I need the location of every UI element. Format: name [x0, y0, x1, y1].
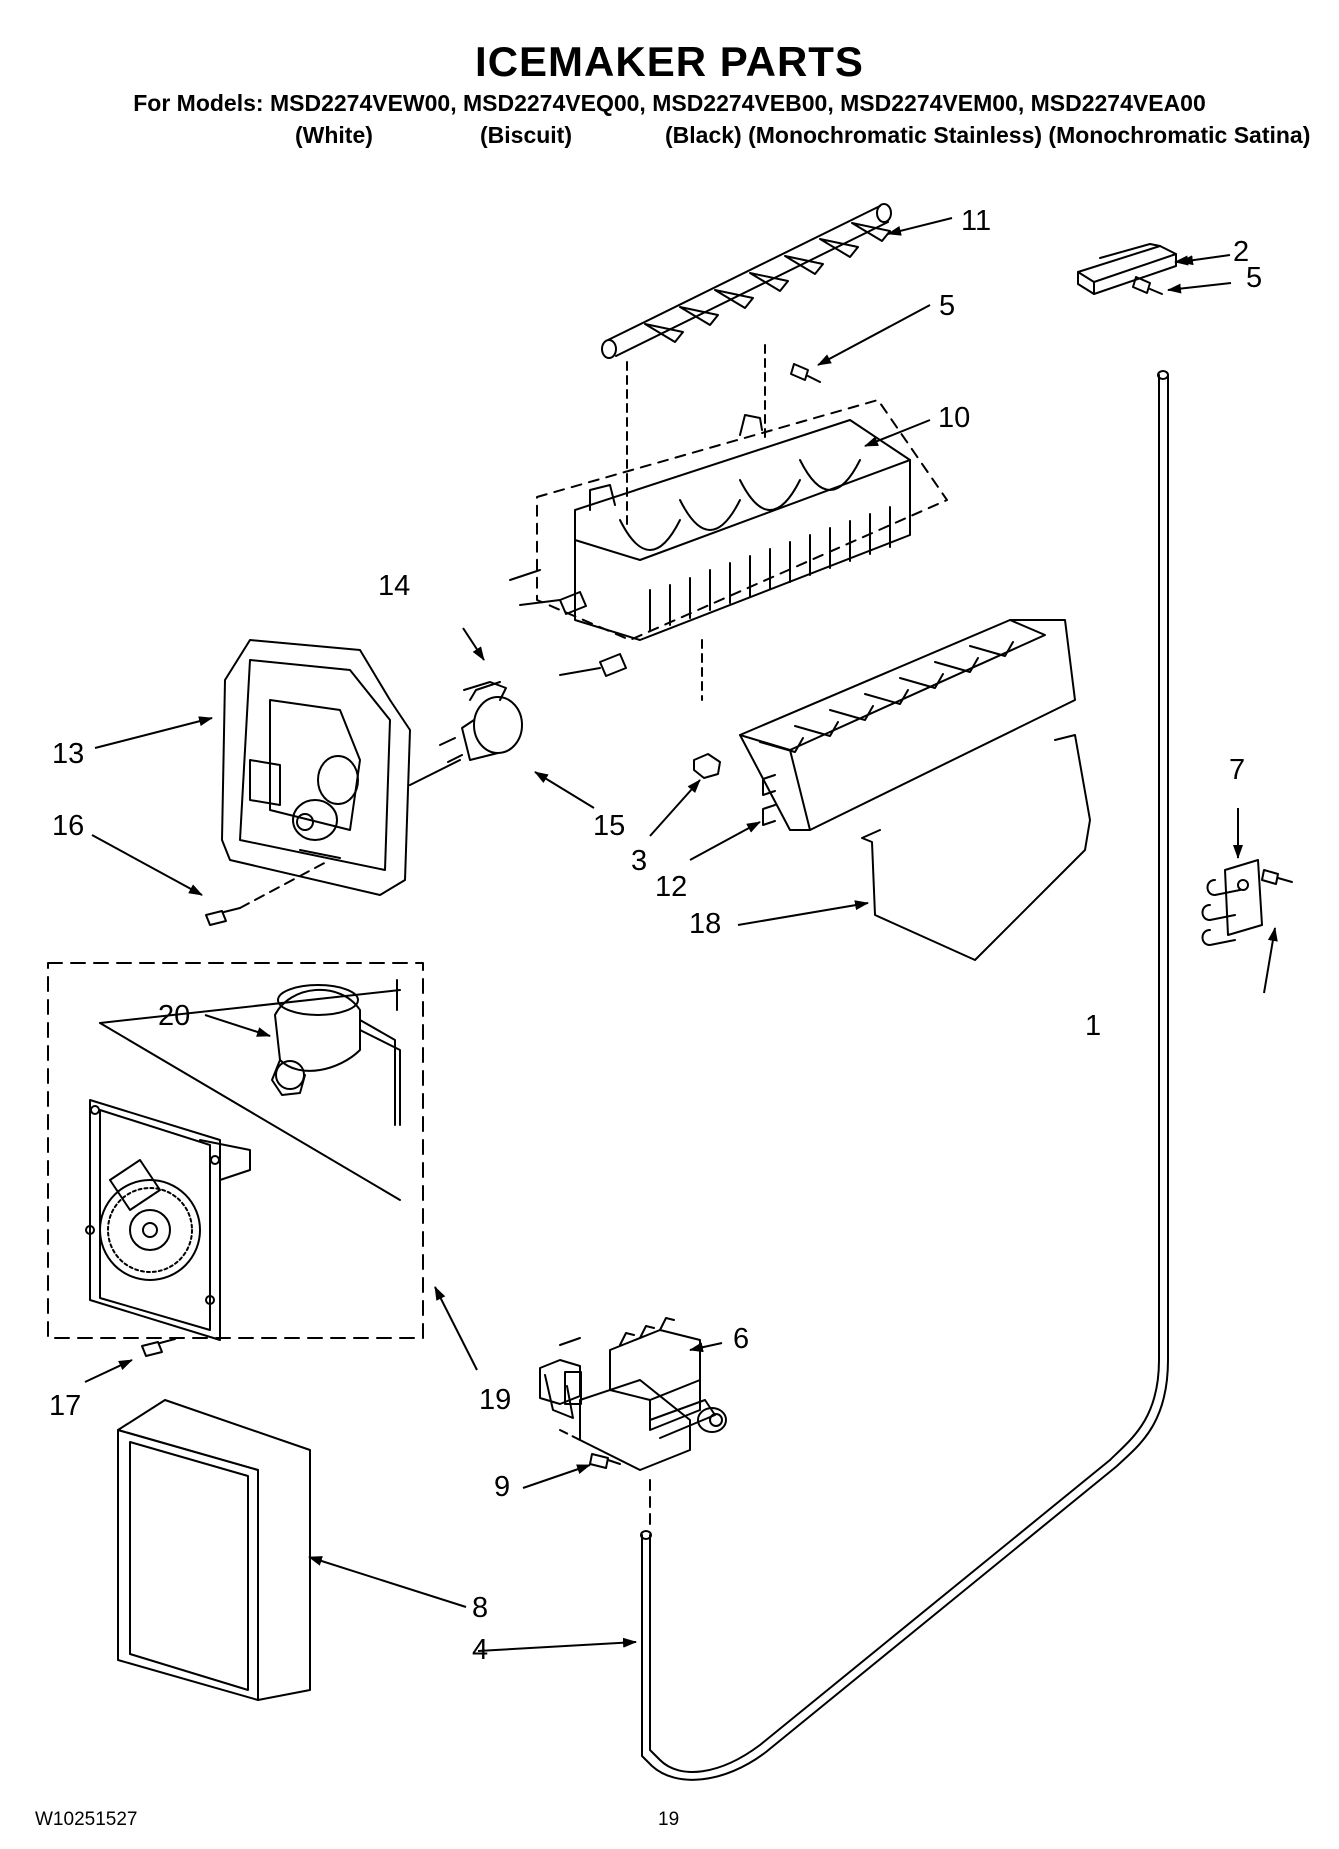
tube-clamp-part	[1201, 859, 1263, 946]
module-plate-part	[85, 1099, 251, 1341]
callout-10: 10	[938, 402, 971, 434]
callout-4: 4	[472, 1634, 489, 1666]
callout-leaders	[84, 217, 1278, 1652]
color-biscuit: (Biscuit)	[480, 122, 572, 148]
callout-17: 17	[49, 1390, 82, 1422]
screw-part-1	[1261, 869, 1293, 885]
callout-8: 8	[472, 1592, 489, 1624]
thermostat-part	[439, 696, 523, 763]
stripper-bracket-part	[1077, 243, 1177, 295]
color-white: (White)	[295, 122, 373, 148]
mold-clip-part	[463, 681, 507, 701]
clip-part	[693, 753, 721, 779]
callout-19: 19	[479, 1384, 512, 1416]
callout-1: 1	[1085, 1010, 1102, 1042]
page-number: 19	[658, 1809, 680, 1830]
callout-13: 13	[52, 738, 85, 770]
callout-2: 2	[1233, 236, 1250, 268]
ejector-shaft-part	[601, 203, 892, 359]
callout-11: 11	[961, 205, 992, 237]
document-number: W10251527	[35, 1809, 138, 1830]
shutoff-arm-part	[861, 734, 1091, 961]
fill-tube-part	[649, 374, 1160, 1773]
callout-9: 9	[494, 1471, 511, 1503]
icemaker-cover-part	[117, 1399, 311, 1701]
callout-20: 20	[158, 1000, 191, 1032]
module-assembly-box	[47, 962, 424, 1339]
screw-part-5a	[790, 363, 821, 383]
callout-6: 6	[733, 1323, 750, 1355]
callout-3: 3	[631, 845, 648, 877]
screw-part-5b	[1132, 276, 1163, 295]
screw-part-16	[205, 907, 241, 926]
screw-part-9	[589, 1453, 621, 1469]
page-title: ICEMAKER PARTS	[475, 38, 864, 85]
callout-12: 12	[655, 871, 688, 903]
callout-15: 15	[593, 810, 626, 842]
callout-18: 18	[689, 908, 722, 940]
callout-5-right: 5	[1246, 262, 1263, 294]
callout-7: 7	[1229, 754, 1246, 786]
water-valve-part	[539, 1317, 727, 1471]
ice-stripper-part	[739, 619, 1076, 831]
screw-part-17	[141, 1338, 176, 1357]
motor-part	[271, 979, 401, 1126]
control-housing-part	[221, 639, 411, 896]
models-line: For Models: MSD2274VEW00, MSD2274VEQ00, …	[133, 90, 1206, 116]
callout-16: 16	[52, 810, 85, 842]
color-others: (Black) (Monochromatic Stainless) (Monoc…	[665, 122, 1311, 148]
callout-14: 14	[378, 570, 411, 602]
mold-heater-part	[509, 399, 948, 677]
callout-5-upper: 5	[939, 290, 956, 322]
